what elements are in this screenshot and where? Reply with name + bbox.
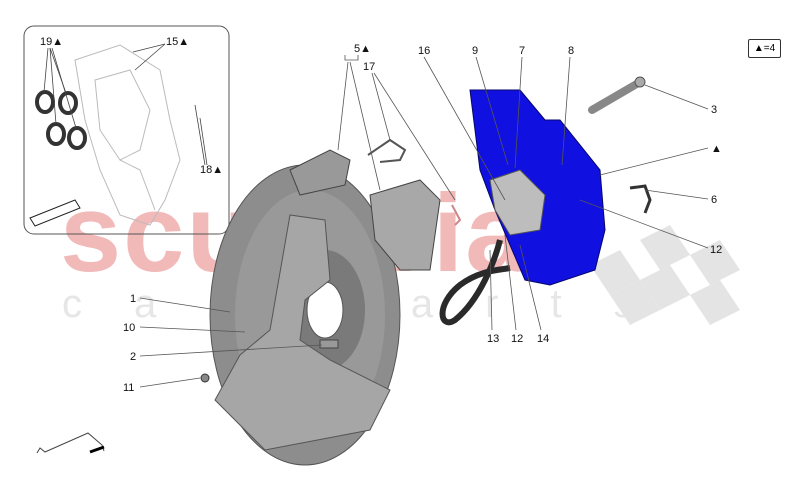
guide-pin bbox=[588, 76, 646, 114]
callout-8[interactable]: 8 bbox=[568, 45, 575, 57]
brake-pipe bbox=[629, 184, 652, 214]
callout-19[interactable]: 19▲ bbox=[40, 36, 64, 48]
quantity-legend: ▲=4 bbox=[748, 39, 781, 58]
callout-2[interactable]: 2 bbox=[130, 351, 137, 363]
pad-clip bbox=[451, 204, 462, 226]
callout-5[interactable]: 5▲ bbox=[354, 43, 372, 55]
callout-18[interactable]: 18▲ bbox=[200, 164, 224, 176]
callout-6[interactable]: 6 bbox=[711, 194, 718, 206]
callout-1[interactable]: 1 bbox=[130, 293, 137, 305]
disc-bolt bbox=[319, 339, 339, 349]
callout-11[interactable]: 11 bbox=[123, 382, 135, 394]
pad-spring bbox=[367, 138, 407, 163]
callout-10[interactable]: 10 bbox=[123, 322, 136, 334]
inset-direction-arrow bbox=[29, 199, 81, 227]
legend-text: ▲=4 bbox=[753, 43, 776, 54]
direction-arrow bbox=[36, 432, 105, 454]
callout-9[interactable]: 9 bbox=[472, 45, 479, 57]
inset-caliper-outline bbox=[74, 44, 181, 226]
inset-detail-box bbox=[23, 25, 230, 235]
callout-3[interactable]: 3 bbox=[711, 104, 718, 116]
caliper-bracket bbox=[489, 169, 546, 236]
dust-shield bbox=[214, 214, 391, 451]
shield-screw bbox=[200, 373, 210, 383]
inset-seal-rings bbox=[35, 90, 87, 150]
inset-leaders bbox=[43, 43, 208, 166]
callout-14[interactable]: 14 bbox=[537, 333, 550, 345]
callout-12-right[interactable]: 12 bbox=[710, 244, 723, 256]
checkered-flag-watermark bbox=[590, 225, 740, 325]
brake-hose bbox=[439, 239, 511, 326]
callout-16[interactable]: 16 bbox=[418, 45, 431, 57]
callout-17[interactable]: 17 bbox=[363, 61, 376, 73]
callout-triangle[interactable]: ▲ bbox=[711, 143, 722, 155]
brake-pad-front bbox=[369, 179, 441, 271]
callout-7[interactable]: 7 bbox=[519, 45, 526, 57]
callout-13[interactable]: 13 bbox=[487, 333, 500, 345]
leader-lines bbox=[139, 55, 709, 388]
brake-pad-rear bbox=[289, 149, 351, 196]
callout-12-bottom[interactable]: 12 bbox=[511, 333, 524, 345]
callout-15[interactable]: 15▲ bbox=[166, 36, 190, 48]
